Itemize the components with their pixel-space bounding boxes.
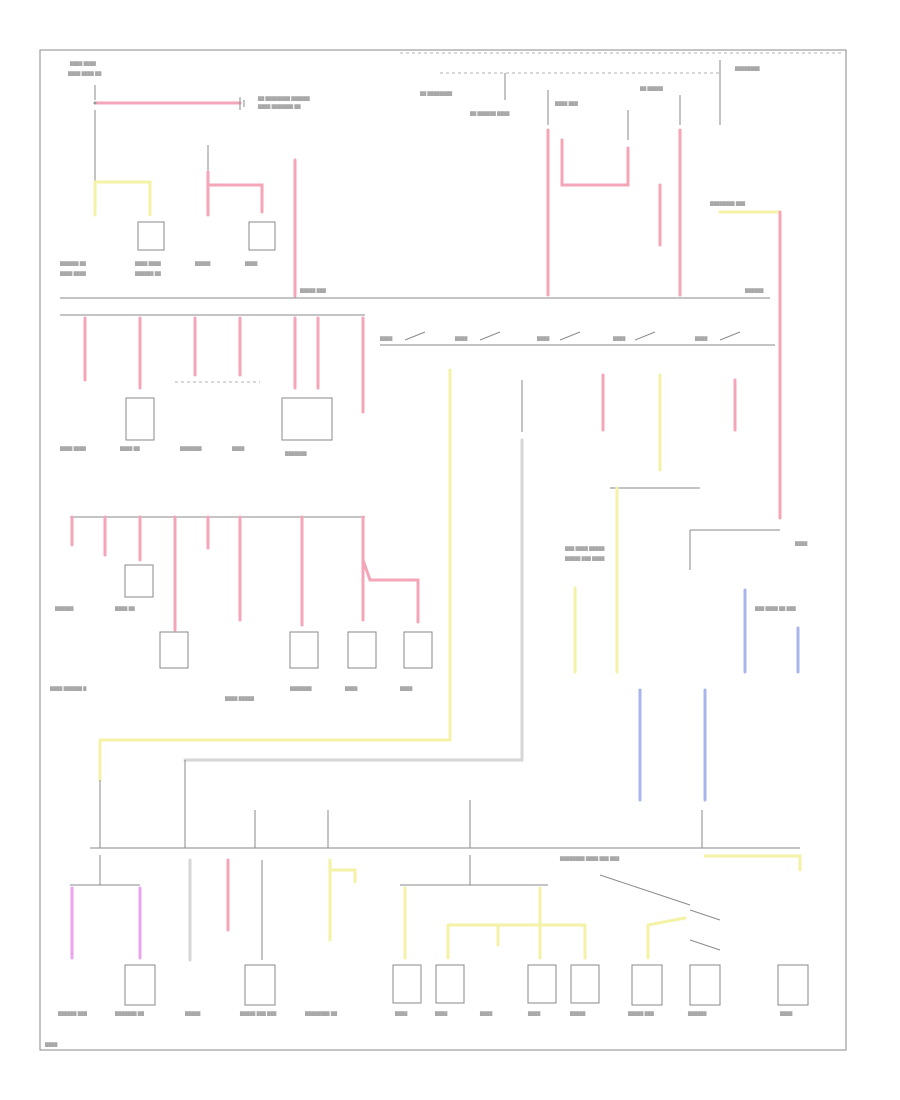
svg-text:██ ████████ ██████: ██ ████████ ██████ [257,96,311,101]
component-box [124,564,154,598]
component-box [777,964,809,1006]
svg-text:████ ███████ ██: ████ ███████ ██ [257,104,301,109]
right-middle-section: ███ ████ █████ █████ ███ ████ ███ ████ █… [564,486,808,802]
svg-text:████ ████ ██: ████ ████ ██ [67,71,102,76]
component-box [347,631,377,669]
svg-text:████ ████: ████ ████ [69,61,97,66]
top-right-cluster: ██ ████████ ██ ██████ ████ ████ ███ ██ █… [419,60,782,520]
svg-text:████ █████: ████ █████ [224,696,255,701]
component-box [125,397,155,441]
svg-text:████: ████ [612,336,626,341]
svg-text:██████: ██████ [687,1011,707,1016]
middle-left-bus: ██████ ████ ██ ████ ██████ █ ████ █████ … [49,515,433,701]
svg-text:███████: ███████ [284,451,307,456]
svg-text:████: ████ [394,1011,408,1016]
component-box [124,964,156,1006]
svg-text:████: ████ [536,336,550,341]
svg-text:████ ██: ████ ██ [119,446,141,451]
svg-text:████████: ████████ [734,66,761,71]
svg-text:████: ████ [527,1011,541,1016]
component-box [248,221,276,251]
svg-text:█████: █████ [194,261,211,266]
component-box [403,631,433,669]
svg-text:████: ████ [244,261,258,266]
svg-text:████: ████ [379,336,393,341]
svg-text:███ ████ ██ ███: ███ ████ ██ ███ [754,606,797,611]
svg-text:████: ████ [779,1011,793,1016]
component-box [631,964,663,1006]
svg-text:████: ████ [454,336,468,341]
svg-text:████: ████ [231,446,245,451]
svg-text:████: ████ [44,1042,58,1047]
svg-text:████████ ██: ████████ ██ [304,1011,338,1016]
diagram-frame [39,49,847,1051]
svg-text:███ ████ █████: ███ ████ █████ [564,546,605,551]
component-box [527,964,557,1004]
svg-text:████: ████ [434,1011,448,1016]
svg-text:████: ████ [399,686,413,691]
svg-text:█████ ███: █████ ███ [299,288,327,293]
svg-text:████ ████: ████ ████ [134,261,162,266]
svg-text:███████ ██: ███████ ██ [114,1011,145,1016]
top-left-feed: ████ ████ ████ ████ ██ ██ ████████ █████… [67,61,311,185]
svg-text:██████: ██████ [54,606,74,611]
svg-text:██ ██████ ████: ██ ██████ ████ [469,111,510,116]
lower-labels: ██████ ███ ███████ ██ █████ █████ ███ ██… [44,856,793,1047]
svg-text:██ █████: ██ █████ [639,86,664,91]
component-box [570,964,600,1004]
svg-text:██████ ██: ██████ ██ [59,261,87,266]
svg-text:████: ████ [344,686,358,691]
svg-text:████: ████ [794,541,808,546]
svg-text:█████: █████ [184,1011,201,1016]
component-box [435,964,465,1004]
svg-text:█████ ███ ████: █████ ███ ████ [564,556,605,561]
component-box [392,964,422,1004]
component-box [281,397,333,441]
svg-text:███████: ███████ [289,686,312,691]
svg-text:████████ ███: ████████ ███ [709,201,746,206]
svg-text:█████: █████ [569,1011,586,1016]
component-box [137,221,165,251]
svg-text:██████: ██████ [744,288,764,293]
svg-text:████ ██: ████ ██ [114,606,136,611]
svg-text:████: ████ [694,336,708,341]
svg-text:████ ████: ████ ████ [59,446,87,451]
component-box [689,964,721,1006]
component-box [244,964,276,1006]
svg-text:██████ ██: ██████ ██ [134,271,162,276]
svg-text:████ ██████ █: ████ ██████ █ [49,686,87,691]
svg-text:████: ████ [479,1011,493,1016]
svg-text:██████ ███: ██████ ███ [57,1011,88,1016]
svg-text:████████ ████ ███ ███: ████████ ████ ███ ███ [559,856,620,861]
switch-row: ████ ████ ████ ████ ████ [379,331,775,742]
svg-text:█████ ███ ███: █████ ███ ███ [239,1011,277,1016]
lower-drops [70,760,809,1006]
svg-text:███████: ███████ [179,446,202,451]
svg-text:█████ ███: █████ ███ [627,1011,655,1016]
svg-text:██ ████████: ██ ████████ [419,91,453,96]
component-box [289,631,319,669]
component-box [159,631,189,669]
top-left-branches: ██████ ██ ████ ████ ████ ████ ██████ ██ … [59,145,297,298]
svg-text:████ ███: ████ ███ [554,101,579,106]
svg-text:████ ████: ████ ████ [59,271,87,276]
bus-drops-left: ████ ████ ████ ██ ███████ ████ ███████ [59,316,365,456]
